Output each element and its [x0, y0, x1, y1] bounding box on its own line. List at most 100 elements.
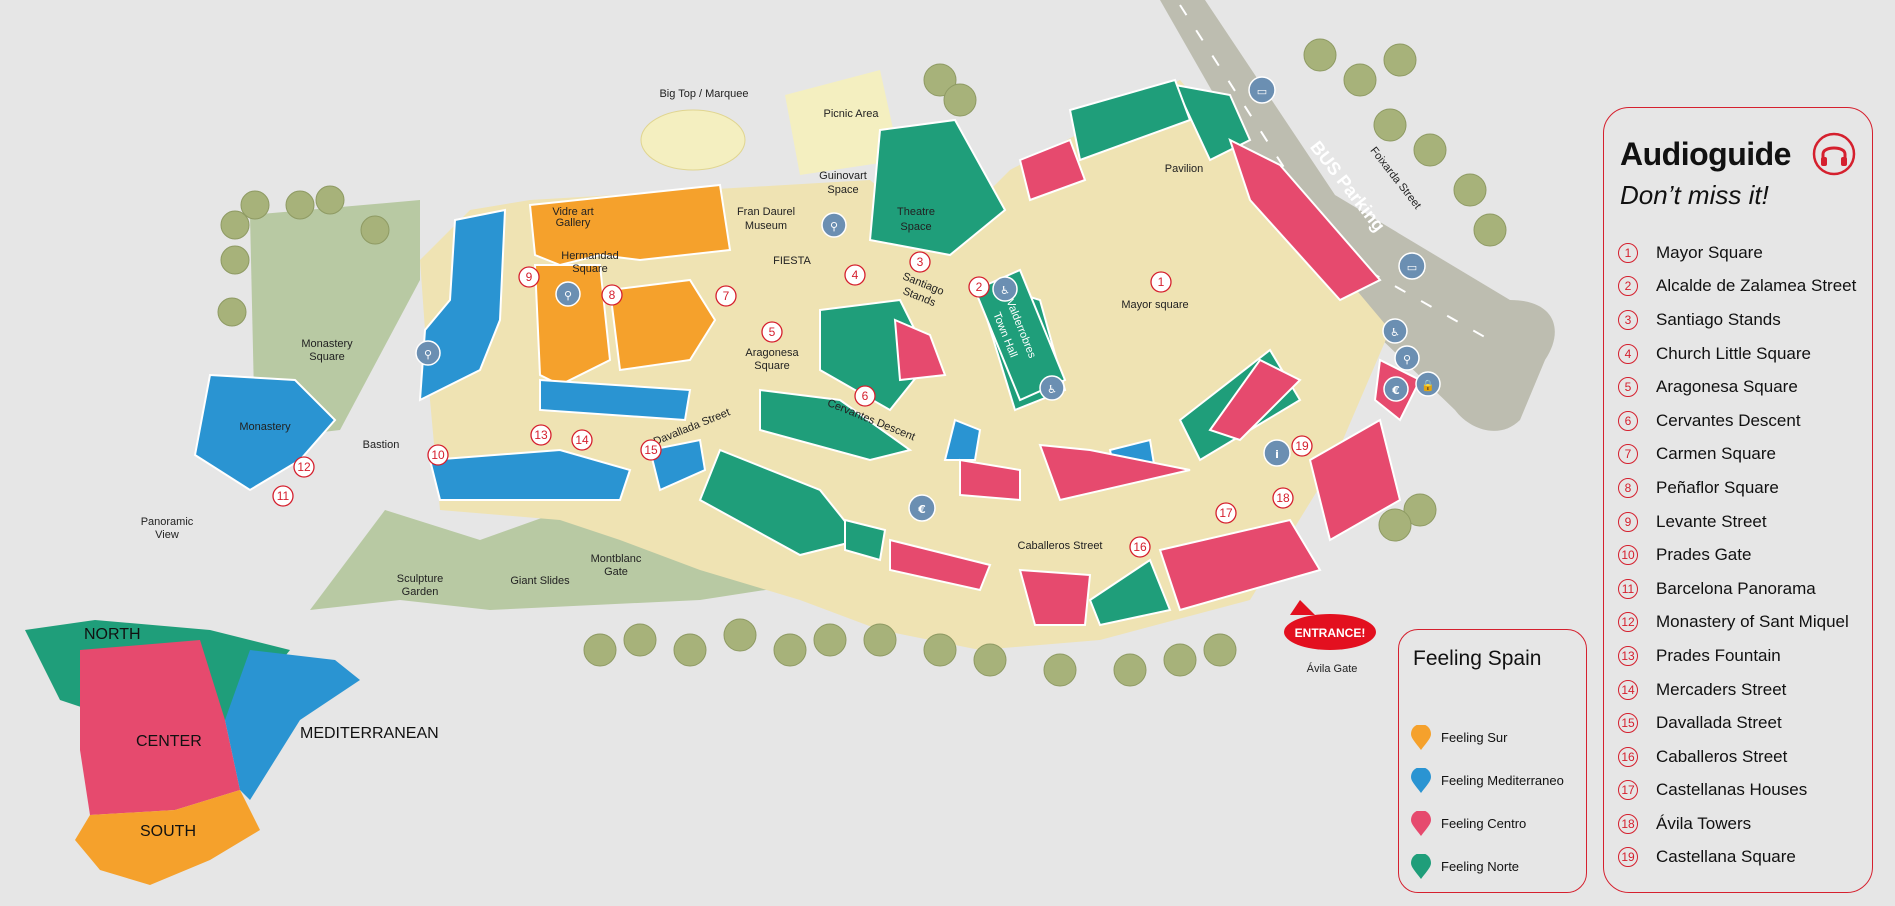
stop-name: Alcalde de Zalamea Street: [1656, 276, 1857, 296]
info-icon[interactable]: i: [1263, 439, 1291, 467]
stop-number-badge: 11: [1618, 578, 1638, 599]
bus-icon[interactable]: ▭: [1398, 252, 1426, 280]
stop-marker-number: 9: [526, 270, 533, 284]
restroom-icon[interactable]: ⚲: [555, 281, 581, 307]
stop-item[interactable]: 7 Carmen Square: [1618, 438, 1856, 472]
audioguide-title: Audioguide: [1620, 136, 1791, 172]
stop-marker-6[interactable]: 6: [854, 385, 876, 407]
region-mediterranean: [225, 650, 360, 800]
zone-centro: [889, 138, 1422, 626]
label-hermandad-1: Hermandad: [561, 250, 618, 262]
stop-marker-13[interactable]: 13: [530, 424, 552, 446]
label-panoramic-2: View: [155, 529, 179, 541]
stop-marker-2[interactable]: 2: [968, 276, 990, 298]
stop-item[interactable]: 2 Alcalde de Zalamea Street: [1618, 270, 1856, 304]
stop-marker-number: 8: [609, 288, 616, 302]
stop-number-badge: 10: [1618, 545, 1638, 566]
label-aragonesa-1: Aragonesa: [745, 347, 799, 359]
label-fiesta: FIESTA: [773, 255, 811, 267]
legend-label: Feeling Sur: [1441, 730, 1508, 745]
stop-name: Cervantes Descent: [1656, 410, 1801, 430]
euro-icon[interactable]: €: [908, 494, 936, 522]
stop-marker-18[interactable]: 18: [1272, 487, 1294, 509]
restroom-icon[interactable]: ⚲: [1394, 345, 1420, 371]
stop-number-badge: 2: [1618, 276, 1638, 297]
map-pin-icon: [1411, 853, 1431, 879]
label-guinovart-2: Space: [827, 184, 858, 196]
legend-item: Feeling Mediterraneo: [1411, 759, 1564, 802]
legend-title: Feeling Spain: [1413, 647, 1542, 670]
stop-name: Levante Street: [1656, 511, 1767, 531]
stop-marker-1[interactable]: 1: [1150, 271, 1172, 293]
wheelchair-icon[interactable]: ♿: [1382, 318, 1408, 344]
stop-number-badge: 17: [1618, 780, 1638, 801]
stop-marker-12[interactable]: 12: [293, 456, 315, 478]
stop-marker-11[interactable]: 11: [272, 485, 294, 507]
stop-number-badge: 3: [1618, 309, 1638, 330]
restroom-icon[interactable]: ⚲: [821, 212, 847, 238]
stop-name: Carmen Square: [1656, 444, 1777, 464]
stop-name: Monastery of Sant Miquel: [1656, 612, 1849, 632]
stop-number-badge: 9: [1618, 511, 1638, 532]
bus-icon[interactable]: ▭: [1248, 76, 1276, 104]
stop-marker-number: 15: [644, 443, 658, 457]
stop-number-badge: 4: [1618, 343, 1638, 364]
stop-marker-4[interactable]: 4: [844, 264, 866, 286]
label-guinovart-1: Guinovart: [819, 170, 867, 182]
road: [1160, 0, 1555, 431]
lock-icon[interactable]: 🔒: [1415, 371, 1441, 397]
stop-marker-number: 11: [277, 489, 290, 503]
facility-icons: ⚲ ⚲ ⚲ ⚲ ♿ ♿ ♿ ▭ ▭ € € i 🔒: [415, 76, 1441, 522]
svg-text:♿: ♿: [1047, 383, 1057, 396]
stop-name: Castellanas Houses: [1656, 780, 1808, 800]
label-vidre-1: Vidre art: [552, 206, 593, 218]
stop-marker-9[interactable]: 9: [518, 266, 540, 288]
village-map: NORTH CENTER SOUTH MEDITERRANEAN Big Top…: [25, 0, 1555, 885]
stop-number-badge: 16: [1618, 746, 1638, 767]
stop-marker-17[interactable]: 17: [1215, 502, 1237, 524]
stop-marker-15[interactable]: 15: [640, 439, 662, 461]
label-montblanc-1: Montblanc: [591, 553, 642, 565]
stop-marker-19[interactable]: 19: [1291, 435, 1313, 457]
wheelchair-icon[interactable]: ♿: [1039, 375, 1065, 401]
stop-marker-3[interactable]: 3: [909, 251, 931, 273]
restroom-icon[interactable]: ⚲: [415, 340, 441, 366]
stop-item[interactable]: 17 Castellanas Houses: [1618, 774, 1856, 808]
stop-item[interactable]: 9 Levante Street: [1618, 505, 1856, 539]
map-pin-icon: [1411, 767, 1431, 793]
stop-number-badge: 7: [1618, 444, 1638, 465]
euro-icon[interactable]: €: [1383, 376, 1409, 402]
stop-marker-number: 4: [852, 268, 859, 282]
entrance-badge[interactable]: ENTRANCE!: [1284, 600, 1376, 650]
region-mediterranean-label: MEDITERRANEAN: [300, 725, 439, 742]
stop-marker-10[interactable]: 10: [427, 444, 449, 466]
stop-marker-7[interactable]: 7: [715, 285, 737, 307]
region-south-label: SOUTH: [140, 823, 196, 840]
label-aragonesa-2: Square: [754, 360, 789, 372]
legend-item: Feeling Sur: [1411, 716, 1564, 759]
stop-number-badge: 15: [1618, 713, 1638, 734]
stop-marker-16[interactable]: 16: [1129, 536, 1151, 558]
label-mayor-square: Mayor square: [1121, 299, 1188, 311]
stop-marker-5[interactable]: 5: [761, 321, 783, 343]
stop-marker-8[interactable]: 8: [601, 284, 623, 306]
wheelchair-icon[interactable]: ♿: [992, 276, 1018, 302]
stop-marker-14[interactable]: 14: [571, 429, 593, 451]
